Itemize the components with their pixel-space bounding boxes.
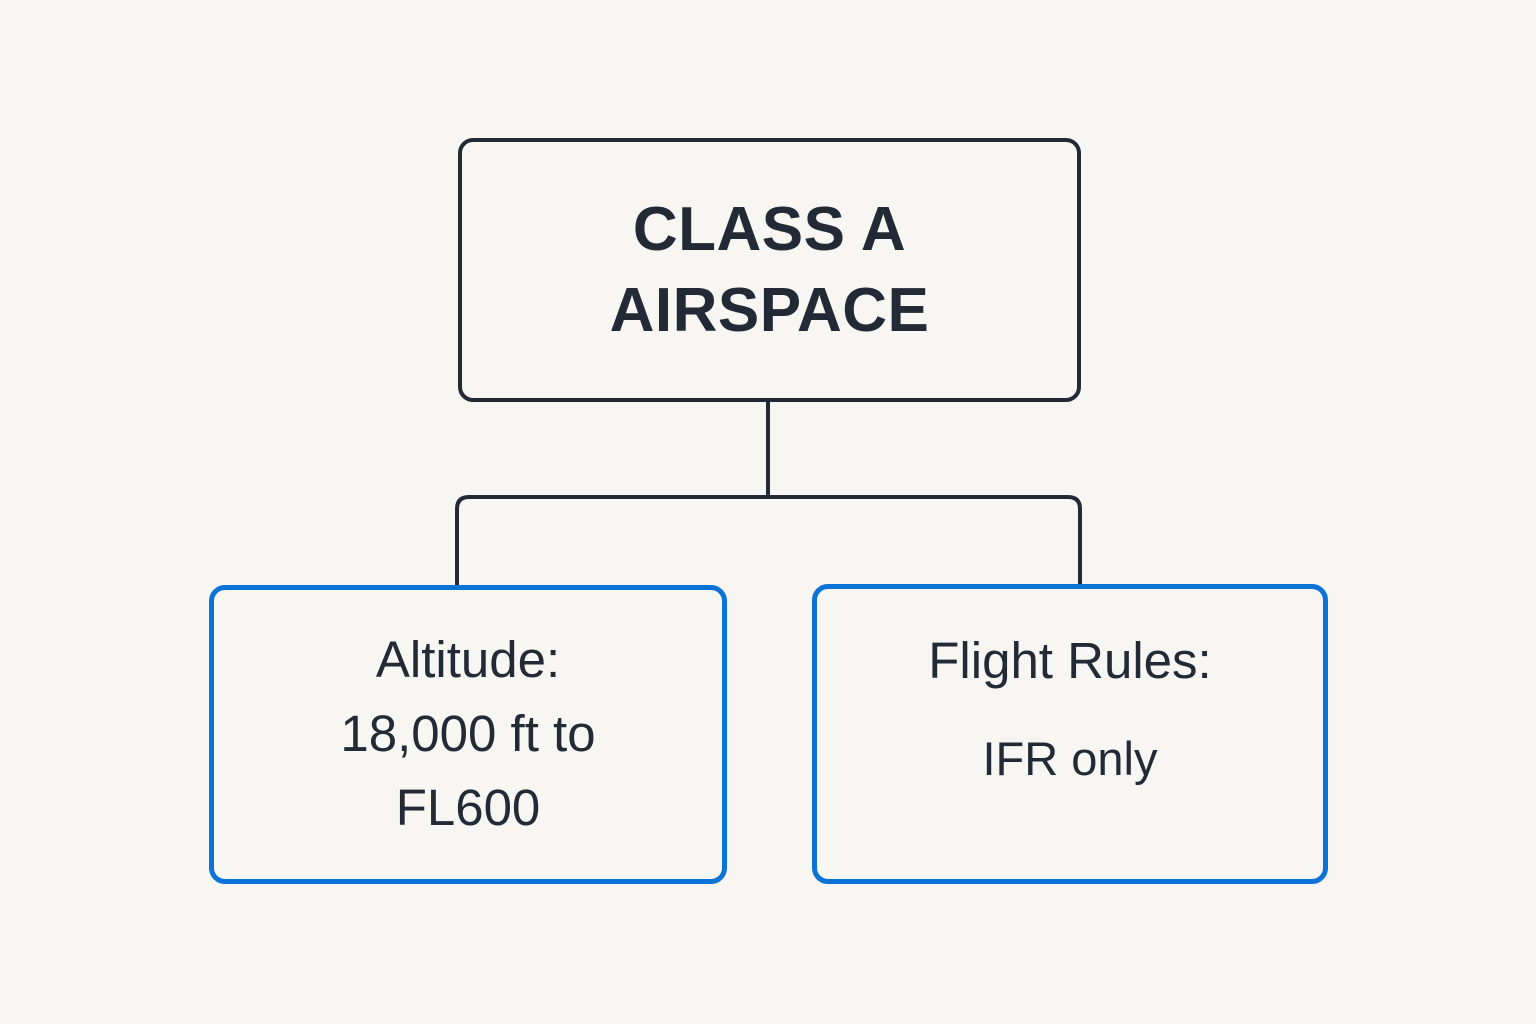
node-root-line-2: AIRSPACE — [609, 276, 930, 345]
node-altitude: Altitude: 18,000 ft to FL600 — [209, 585, 727, 884]
connector-bus — [455, 495, 1082, 585]
node-altitude-range-lower: 18,000 ft to — [340, 705, 596, 762]
node-altitude-range-upper: FL600 — [395, 779, 541, 836]
node-flight-rules-value: IFR only — [982, 732, 1158, 785]
node-flight-rules-label: Flight Rules: — [928, 632, 1212, 689]
node-root-line-1: CLASS A — [632, 195, 907, 264]
node-altitude-label: Altitude: — [375, 631, 561, 688]
node-class-a-airspace: CLASS A AIRSPACE — [458, 138, 1081, 402]
node-flight-rules: Flight Rules: IFR only — [812, 584, 1328, 884]
